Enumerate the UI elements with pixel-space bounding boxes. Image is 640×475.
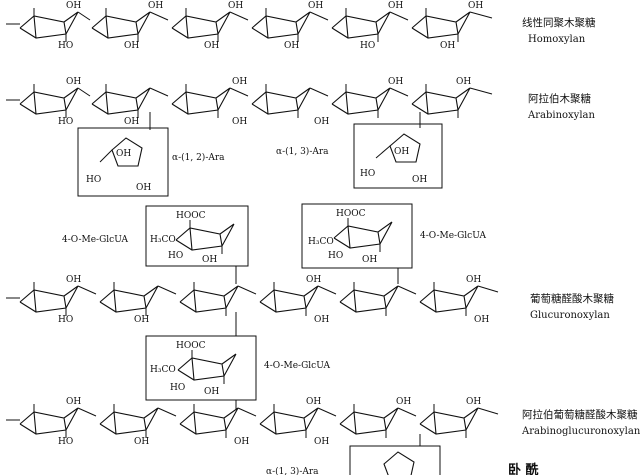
arabinoglucuronoxylan-atom-labels: OH OH OH OH HO OH OH OH	[58, 397, 481, 447]
atom-ho: HO	[168, 251, 183, 261]
atom-ho: HO	[328, 251, 343, 261]
atom-ho: HO	[58, 315, 73, 325]
atom-oh: OH	[466, 397, 481, 407]
atom-oh: OH	[412, 175, 427, 185]
arabinoxylan-chain	[6, 83, 493, 130]
atom-oh: OH	[136, 183, 151, 193]
row2-zh-label: 阿拉伯木聚糖	[528, 92, 591, 105]
glcua-label-middle: 4-O-Me-GlcUA	[264, 361, 331, 371]
atom-oh: OH	[202, 255, 217, 265]
glcua-box-middle: HOOC H₃CO HO OH	[145, 335, 257, 401]
atom-h3co: H₃CO	[150, 365, 176, 375]
atom-oh: OH	[148, 1, 163, 11]
atom-oh: OH	[440, 41, 455, 51]
atom-oh: OH	[388, 77, 403, 87]
atom-oh: OH	[66, 77, 81, 87]
atom-oh: OH	[394, 147, 409, 157]
atom-oh: OH	[232, 117, 247, 127]
row1-zh-label: 线性同聚木聚糖	[522, 16, 596, 29]
glcua-box-left: HOOC H₃CO HO OH	[145, 205, 249, 267]
homoxylan-atom-labels: OH OH OH OH OH OH HO OH OH OH HO OH	[58, 1, 483, 51]
atom-oh: OH	[388, 1, 403, 11]
atom-hooc: HOOC	[336, 209, 366, 219]
atom-oh: OH	[228, 1, 243, 11]
atom-oh: OH	[234, 437, 249, 447]
ara13-label-bottom: α-(1, 3)-Ara	[266, 466, 319, 475]
atom-h3co: H₃CO	[150, 235, 176, 245]
ara12-label: α-(1, 2)-Ara	[172, 152, 225, 163]
caption-partial: 卧 酰	[508, 462, 539, 475]
atom-oh: OH	[362, 255, 377, 265]
ara13-box-bottom	[349, 445, 441, 475]
atom-oh: OH	[306, 275, 321, 285]
atom-h3co: H₃CO	[308, 237, 334, 247]
atom-oh: OH	[134, 437, 149, 447]
atom-oh: OH	[456, 77, 471, 87]
glcua-box-right: HOOC H₃CO HO OH	[301, 203, 413, 269]
atom-oh: OH	[204, 387, 219, 397]
atom-oh: OH	[124, 117, 139, 127]
arabinoglucuronoxylan-chain	[6, 400, 499, 446]
atom-oh: OH	[204, 41, 219, 51]
atom-oh: OH	[232, 77, 247, 87]
ara12-box: OH HO OH	[77, 127, 169, 197]
atom-oh: OH	[66, 275, 81, 285]
atom-oh: OH	[306, 397, 321, 407]
row4-en-label: Arabinoglucuronoxylan	[521, 426, 640, 437]
atom-oh: OH	[314, 117, 329, 127]
atom-ho: HO	[58, 437, 73, 447]
glucuronoxylan-chain	[6, 266, 499, 336]
atom-ho: HO	[58, 117, 73, 127]
atom-oh: OH	[474, 315, 489, 325]
atom-ho: HO	[86, 175, 101, 185]
atom-oh: OH	[314, 437, 329, 447]
atom-oh: OH	[314, 315, 329, 325]
arabinoxylan-atom-labels: OH OH OH OH HO OH OH OH	[58, 77, 471, 127]
atom-oh: OH	[116, 149, 131, 159]
atom-oh: OH	[308, 1, 323, 11]
atom-ho: HO	[360, 41, 375, 51]
atom-oh: OH	[396, 397, 411, 407]
atom-oh: OH	[66, 1, 81, 11]
row3-zh-label: 葡萄糖醛酸木聚糖	[530, 292, 614, 305]
atom-oh: OH	[468, 1, 483, 11]
atom-oh: OH	[466, 275, 481, 285]
row1-en-label: Homoxylan	[528, 34, 586, 45]
atom-hooc: HOOC	[176, 341, 206, 351]
ara13-box: OH HO OH	[353, 123, 443, 189]
atom-hooc: HOOC	[176, 211, 206, 221]
homoxylan-chain	[6, 7, 493, 43]
atom-oh: OH	[124, 41, 139, 51]
glcua-label-left: 4-O-Me-GlcUA	[62, 235, 129, 245]
row4-zh-label: 阿拉伯葡萄糖醛酸木聚糖	[522, 408, 638, 421]
atom-oh: OH	[134, 315, 149, 325]
glucuronoxylan-atom-labels: OH OH OH HO OH OH OH	[58, 275, 489, 325]
atom-ho: HO	[58, 41, 73, 51]
atom-ho: HO	[360, 169, 375, 179]
ara13-label: α-(1, 3)-Ara	[276, 146, 329, 157]
atom-oh: OH	[66, 397, 81, 407]
row3-en-label: Glucuronoxylan	[530, 310, 610, 321]
row2-en-label: Arabinoxylan	[527, 110, 595, 121]
atom-oh: OH	[284, 41, 299, 51]
glcua-label-right: 4-O-Me-GlcUA	[420, 231, 487, 241]
atom-ho: HO	[170, 383, 185, 393]
